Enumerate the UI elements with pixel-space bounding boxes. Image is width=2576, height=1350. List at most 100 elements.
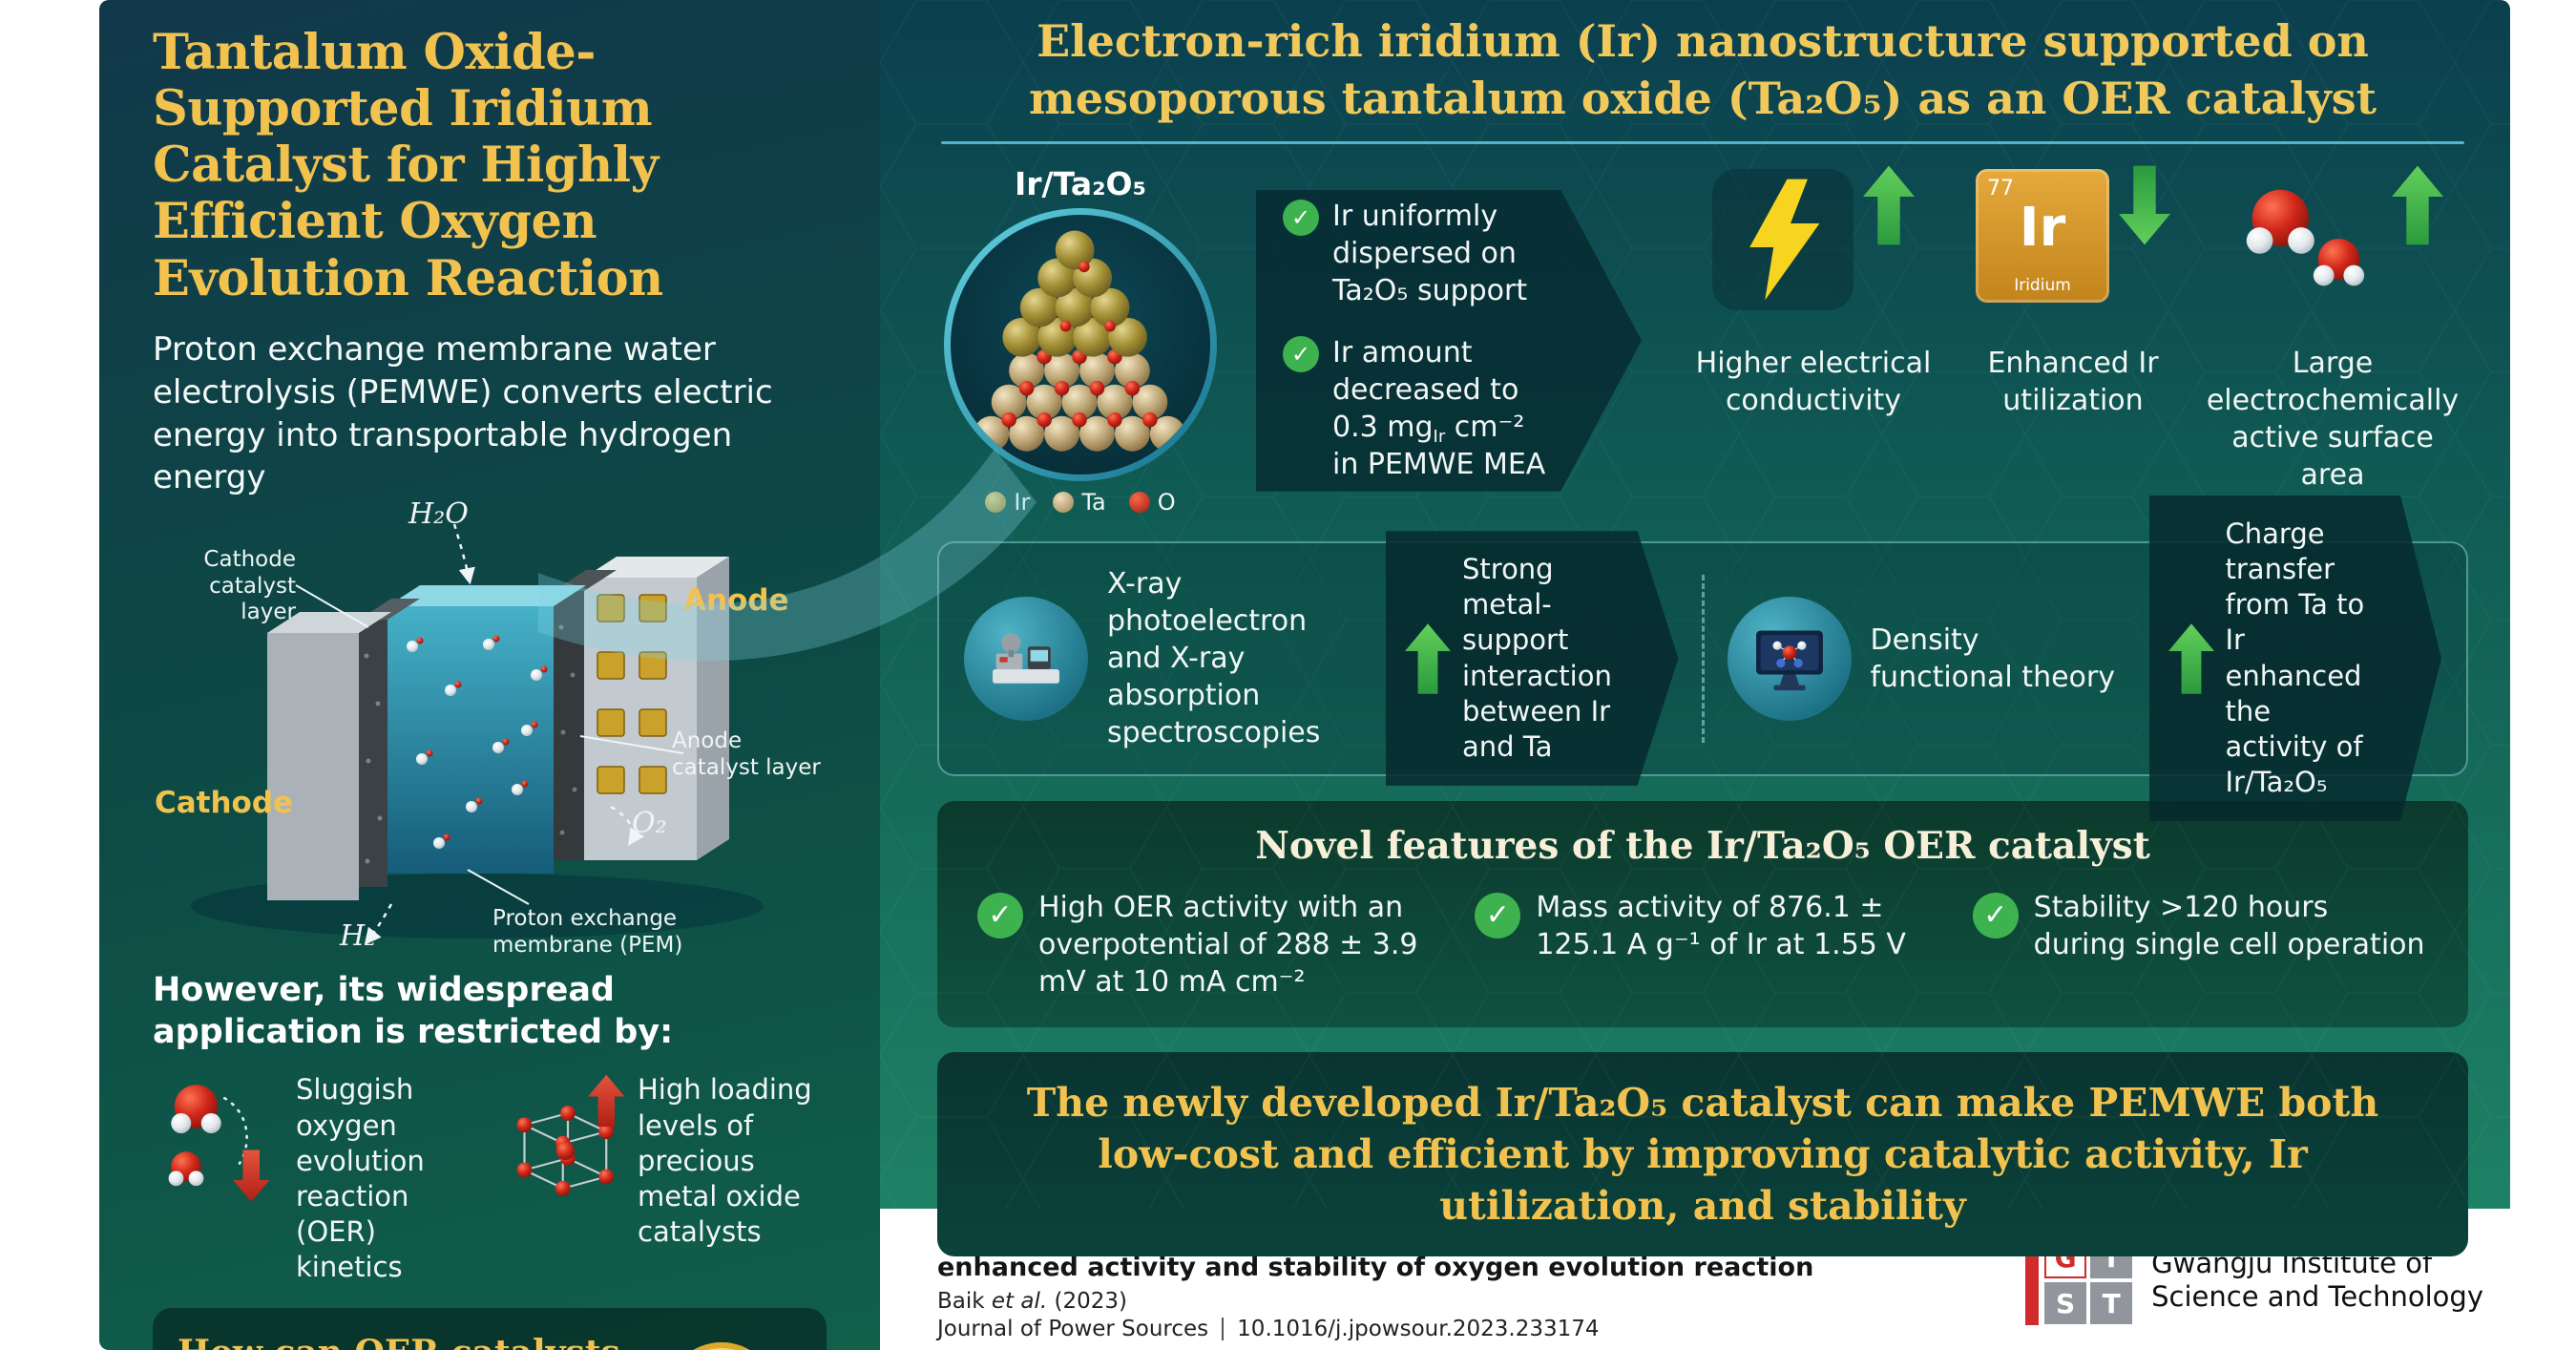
trend-up-arrow-icon [1405, 622, 1451, 694]
metal-oxide-lattice-icon [516, 1075, 625, 1197]
legend-item-ta: Ta [1053, 488, 1106, 516]
benefit-label: Large electrochemically active surface a… [2206, 346, 2460, 492]
pem-label: Proton exchange membrane (PEM) [492, 906, 683, 958]
header-underline [941, 140, 2464, 144]
catalyst-micrograph [944, 207, 1217, 481]
legend-label: O [1157, 488, 1176, 516]
catalyst-micrograph-circle [951, 214, 1210, 475]
o-dot-icon [1128, 491, 1150, 513]
novel-features-title: Novel features of the Ir/Ta₂O₅ OER catal… [1255, 823, 2150, 868]
oxygen-out-label: O₂ [632, 807, 667, 841]
iridium-element-icon: 77 Ir Iridium [1976, 168, 2109, 303]
ir-dot-icon [985, 491, 1007, 513]
technique-label: X-ray photoelectron and X-ray absorption… [1107, 567, 1321, 750]
check-icon: ✓ [1972, 892, 2019, 939]
conclusion-banner: The newly developed Ir/Ta₂O₅ catalyst ca… [937, 1051, 2468, 1256]
element-symbol: Ir [2019, 196, 2066, 259]
methods-divider [1701, 574, 1705, 743]
method-spectroscopy: X-ray photoelectron and X-ray absorption… [964, 531, 1679, 786]
atomic-number: 77 [1987, 176, 2014, 200]
ta-dot-icon [1053, 491, 1075, 513]
result-panel: Charge transfer from Ta to Ir enhanced t… [2148, 496, 2441, 822]
simulation-monitor-icon [1727, 596, 1852, 721]
journal-name: Journal of Power Sources [937, 1317, 1209, 1342]
technique-label: Density functional theory [1870, 622, 2115, 694]
benefits-row: Higher electrical conductivity 77 Ir Iri… [1674, 165, 2468, 517]
anode-catalyst-layer-label: Anode catalyst layer [672, 728, 821, 780]
journal-doi-divider [1222, 1318, 1225, 1341]
won-symbol: ₩ [666, 1342, 777, 1350]
hydrogen-out-label: H₂ [340, 919, 377, 954]
trend-down-arrow-icon [2119, 165, 2170, 244]
trend-up-arrow-icon [2168, 622, 2214, 694]
benefit-label: Enhanced Ir utilization [1987, 346, 2159, 417]
doi: 10.1016/j.jpowsour.2023.233174 [1237, 1317, 1600, 1342]
benefit-label: Higher electrical conductivity [1695, 346, 1932, 417]
catalyst-overview-row: Ir/Ta₂O₅ [937, 165, 2468, 517]
catalyst-label: Ir/Ta₂O₅ [1014, 164, 1147, 202]
poster: Tantalum Oxide-Supported Iridium Catalys… [99, 0, 2510, 1350]
novel-feature-item: ✓ High OER activity with an overpotentia… [977, 889, 1433, 1001]
restriction-label: High loading levels of precious metal ox… [638, 1073, 812, 1248]
finding-text: Ir uniformly dispersed on Ta₂O₅ support [1332, 200, 1528, 308]
cathode-label: Cathode [155, 786, 294, 821]
novel-features-box: Novel features of the Ir/Ta₂O₅ OER catal… [937, 800, 2468, 1027]
legend-item-o: O [1128, 488, 1176, 516]
result-panel: Strong metal-support interaction between… [1386, 531, 1679, 786]
benefit-icons: 77 Ir Iridium [1976, 165, 2170, 329]
water-molecules-icon [2246, 189, 2365, 285]
result-text: Charge transfer from Ta to Ir enhanced t… [2225, 517, 2365, 798]
right-column: Electron-rich iridium (Ir) nanostructure… [880, 0, 2510, 1350]
spectrometer-icon [964, 596, 1088, 721]
cathode-catalyst-layer-label: Cathode catalyst layer [203, 547, 296, 625]
legend-label: Ir [1014, 488, 1031, 516]
method-dft: Density functional theory Charge transfe… [1727, 496, 2441, 822]
paper-authors: Baik et al. (2023) [937, 1289, 1127, 1315]
catalyst-legend: Ir Ta O [985, 488, 1176, 516]
oer-kinetics-icon [168, 1085, 270, 1203]
check-icon: ✓ [1283, 336, 1319, 373]
gist-letter: S [2044, 1282, 2087, 1324]
intro-text: Proton exchange membrane water electroly… [153, 329, 773, 497]
legend-label: Ta [1081, 488, 1106, 516]
novel-feature-item: ✓ Stability >120 hours during single cel… [1972, 889, 2428, 1001]
won-coin-icon: ₩ [666, 1342, 777, 1350]
novel-features-items: ✓ High OER activity with an overpotentia… [977, 889, 2428, 1001]
catalyst-column: Ir/Ta₂O₅ [937, 165, 1224, 517]
result-text: Strong metal-support interaction between… [1462, 553, 1612, 763]
paper-journal: Journal of Power Sources 10.1016/j.jpows… [937, 1317, 2025, 1341]
restriction-heading: However, its widespread application is r… [153, 971, 674, 1052]
nanoparticle-cluster-illustration [974, 230, 1185, 452]
finding-item: ✓ Ir amount decreased to 0.3 mgIr cm⁻² i… [1283, 334, 1546, 483]
restriction-precious-metal-loading: High loading levels of precious metal ox… [494, 1068, 827, 1285]
benefit-icons [1712, 165, 1915, 329]
novel-feature-text: High OER activity with an overpotential … [1038, 890, 1418, 999]
check-icon: ✓ [1283, 200, 1319, 237]
finding-item: ✓ Ir uniformly dispersed on Ta₂O₅ suppor… [1283, 198, 1546, 309]
check-icon: ✓ [1475, 892, 1521, 939]
restriction-label: Sluggish oxygen evolution reaction (OER)… [296, 1073, 425, 1284]
element-name: Iridium [2014, 275, 2071, 295]
gist-logo-bar [2025, 1235, 2040, 1325]
trend-up-arrow-icon [1863, 165, 1915, 244]
findings-panel: ✓ Ir uniformly dispersed on Ta₂O₅ suppor… [1256, 189, 1642, 492]
page-title: Tantalum Oxide-Supported Iridium Catalys… [153, 24, 663, 307]
benefit-ir-utilization: 77 Ir Iridium Enhanced Ir utilization [1943, 165, 2203, 517]
lightning-icon [1712, 168, 1853, 310]
restrictions: Sluggish oxygen evolution reaction (OER)… [153, 1068, 827, 1285]
benefit-surface-area: Large electrochemically active surface a… [2203, 165, 2462, 517]
pemwe-cell-illustration [191, 523, 764, 946]
check-icon: ✓ [977, 892, 1023, 939]
benefit-icons [2222, 165, 2443, 329]
legend-item-ir: Ir [985, 489, 1030, 516]
novel-feature-text: Mass activity of 876.1 ± 125.1 A g⁻¹ of … [1536, 890, 1906, 961]
benefit-conductivity: Higher electrical conductivity [1684, 165, 1943, 517]
right-header: Electron-rich iridium (Ir) nanostructure… [1029, 15, 2377, 124]
water-in-label: H₂O [408, 497, 469, 532]
institute-name: Gwangju Institute of Science and Technol… [2151, 1246, 2483, 1313]
anode-label: Anode [683, 583, 789, 619]
gist-letter: T [2090, 1282, 2133, 1324]
pemwe-cell-figure: H₂O Cathode catalyst layer Anode Cathode… [153, 497, 827, 960]
finding-text: Ir amount decreased to 0.3 mgIr cm⁻² in … [1332, 336, 1546, 482]
